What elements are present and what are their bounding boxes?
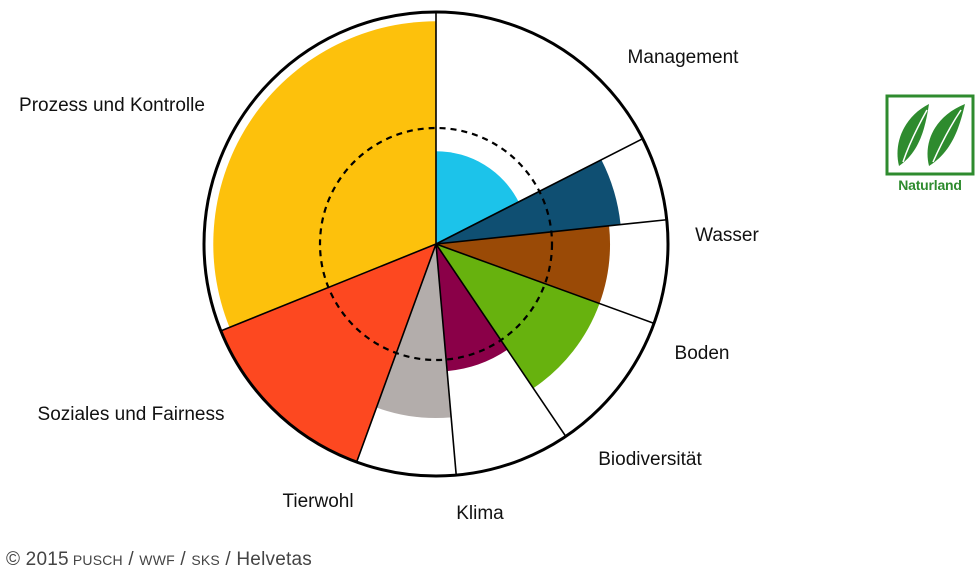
outer-circle [202, 10, 670, 478]
segment-boden [436, 225, 611, 304]
segment-management [436, 151, 519, 244]
segment-klima [436, 244, 508, 372]
label-soziales-und-fairness: Soziales und Fairness [38, 404, 225, 425]
label-boden: Boden [675, 343, 730, 364]
segment-soziales-und-fairness [220, 244, 436, 463]
footer-org-pusch: PUSCH [72, 552, 123, 568]
segment-biodiversitat [436, 244, 600, 389]
reference-ring [318, 126, 554, 362]
naturland-logo: Naturland [885, 94, 975, 193]
label-klima: Klima [456, 503, 504, 524]
label-prozess-und-kontrolle: Prozess und Kontrolle [19, 95, 205, 116]
segment-prozess-und-kontrolle [213, 21, 436, 328]
copyright-footer: © 2015 PUSCH / WWF / SKS / Helvetas [6, 549, 312, 570]
label-tierwohl: Tierwohl [282, 491, 353, 512]
label-management: Management [628, 47, 740, 68]
sector-divider-6 [435, 243, 458, 476]
leaf-icon [885, 94, 975, 176]
footer-org-wwf: WWF [139, 552, 175, 568]
label-wasser: Wasser [695, 225, 759, 246]
segments-layer [213, 21, 621, 463]
segment-tierwohl [376, 244, 452, 419]
segment-wasser [436, 159, 621, 244]
footer-org-helvetas: Helvetas [236, 549, 312, 570]
copyright-year: © 2015 [6, 549, 69, 570]
footer-org-sks: SKS [191, 552, 220, 568]
logo-text: Naturland [898, 177, 962, 193]
sector-divider-4 [435, 243, 655, 325]
label-biodiversitat: Biodiversität [598, 449, 702, 470]
